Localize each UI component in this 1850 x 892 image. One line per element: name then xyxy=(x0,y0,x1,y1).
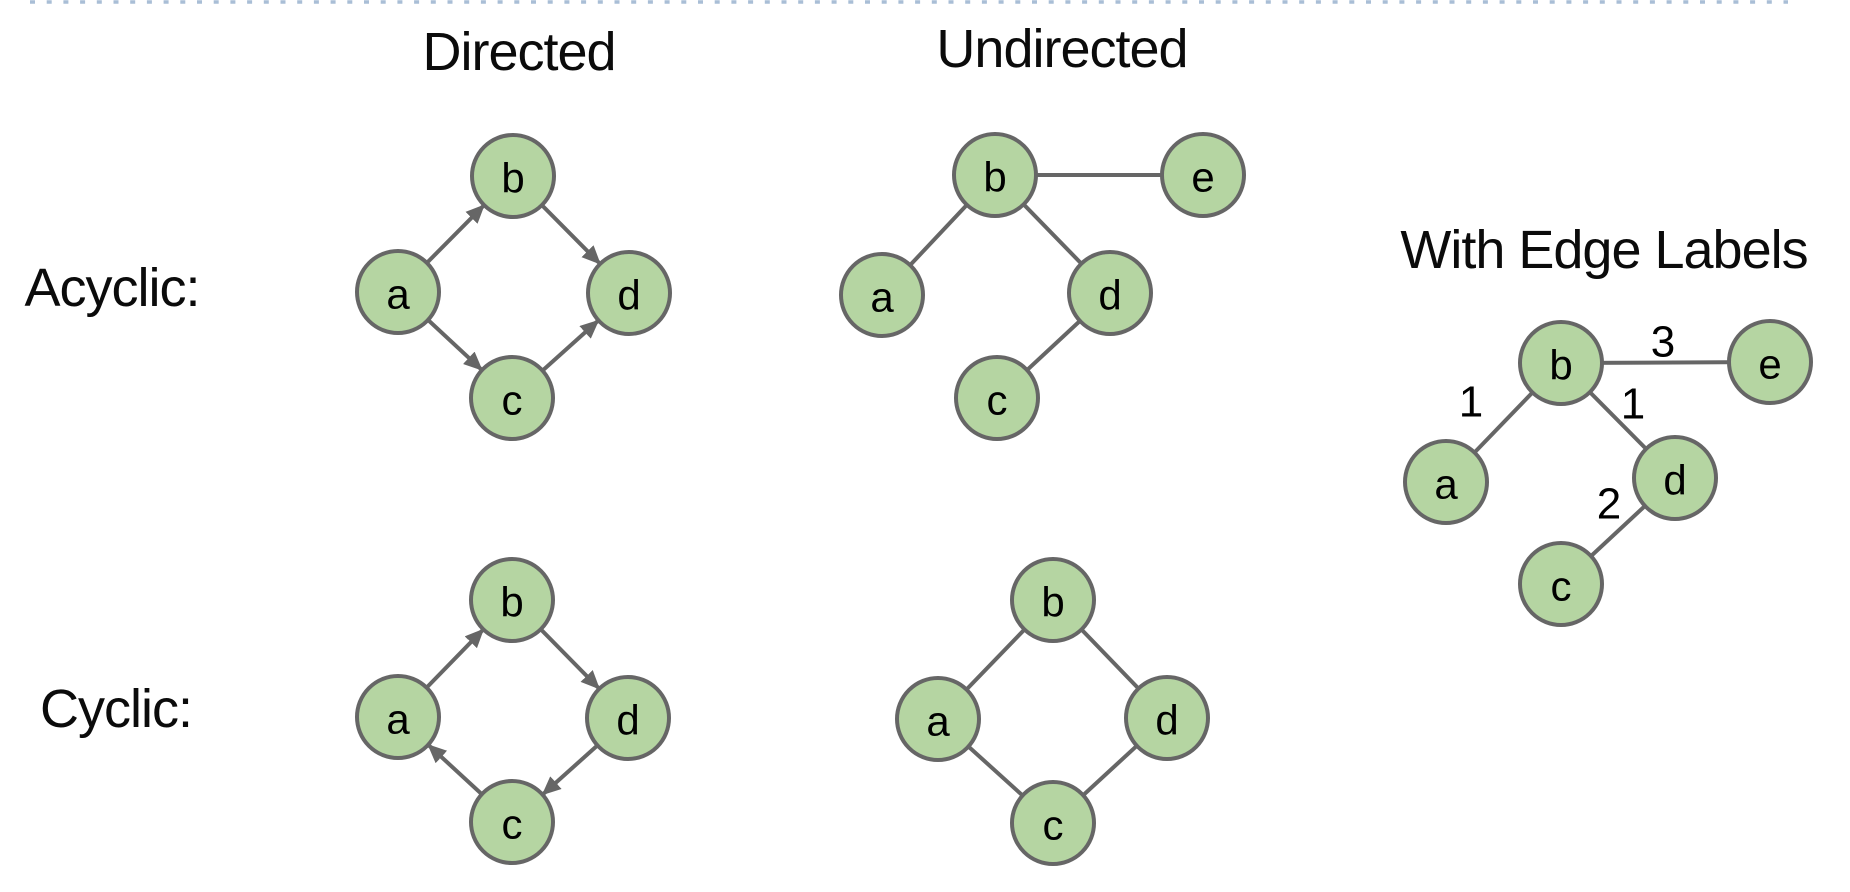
column-header-directed: Directed xyxy=(422,22,616,82)
node-with-edge-labels-a xyxy=(1403,439,1489,525)
node-label-undirected-acyclic-c: c xyxy=(987,377,1008,424)
node-label-directed-acyclic-d: d xyxy=(617,272,640,319)
node-undirected-acyclic-d xyxy=(1067,250,1153,336)
node-label-directed-cyclic-d: d xyxy=(616,697,639,744)
node-label-directed-cyclic-a: a xyxy=(386,696,410,743)
node-undirected-cyclic-d xyxy=(1124,675,1210,761)
node-directed-acyclic-a xyxy=(355,249,441,335)
node-with-edge-labels-c xyxy=(1518,541,1604,627)
node-undirected-acyclic-a xyxy=(839,252,925,338)
edge-label-b-e: 3 xyxy=(1651,318,1675,367)
node-label-directed-cyclic-c: c xyxy=(502,801,523,848)
node-label-undirected-cyclic-a: a xyxy=(926,698,950,745)
node-undirected-cyclic-a xyxy=(895,676,981,762)
edge-label-b-a: 1 xyxy=(1459,378,1483,427)
graph-undirected-cyclic: a b c d xyxy=(895,557,1210,866)
node-undirected-acyclic-e xyxy=(1160,132,1246,218)
graph-undirected-acyclic: a b c d e xyxy=(839,132,1246,441)
node-label-directed-acyclic-b: b xyxy=(501,155,524,202)
node-directed-cyclic-d xyxy=(585,675,671,761)
node-undirected-acyclic-c xyxy=(954,355,1040,441)
node-label-directed-cyclic-b: b xyxy=(500,579,523,626)
node-directed-acyclic-c xyxy=(469,355,555,441)
node-label-with-edge-labels-c: c xyxy=(1551,563,1572,610)
node-label-undirected-acyclic-e: e xyxy=(1191,154,1214,201)
section-title-with-edge-labels: With Edge Labels xyxy=(1400,220,1808,280)
node-with-edge-labels-e xyxy=(1727,319,1813,405)
node-directed-cyclic-a xyxy=(355,674,441,760)
node-undirected-acyclic-b xyxy=(952,132,1038,218)
node-label-with-edge-labels-a: a xyxy=(1434,461,1458,508)
row-label-cyclic: Cyclic: xyxy=(40,679,193,739)
node-label-with-edge-labels-d: d xyxy=(1663,457,1686,504)
edge-label-d-c: 2 xyxy=(1597,480,1621,529)
edge-label-b-d: 1 xyxy=(1621,380,1645,429)
node-directed-cyclic-c xyxy=(469,779,555,865)
graph-directed-cyclic: a b c d xyxy=(355,557,671,865)
node-with-edge-labels-d xyxy=(1632,435,1718,521)
node-label-with-edge-labels-e: e xyxy=(1758,341,1781,388)
node-label-undirected-cyclic-c: c xyxy=(1043,802,1064,849)
node-label-undirected-acyclic-a: a xyxy=(870,274,894,321)
node-label-undirected-acyclic-b: b xyxy=(983,154,1006,201)
node-label-undirected-acyclic-d: d xyxy=(1098,272,1121,319)
node-label-undirected-cyclic-b: b xyxy=(1041,579,1064,626)
node-undirected-cyclic-b xyxy=(1010,557,1096,643)
node-directed-cyclic-b xyxy=(469,557,555,643)
node-label-directed-acyclic-a: a xyxy=(386,271,410,318)
node-label-directed-acyclic-c: c xyxy=(502,377,523,424)
node-directed-acyclic-b xyxy=(470,133,556,219)
column-header-undirected: Undirected xyxy=(936,19,1188,79)
node-label-undirected-cyclic-d: d xyxy=(1155,697,1178,744)
graph-directed-acyclic: a b c d xyxy=(355,133,672,441)
node-label-with-edge-labels-b: b xyxy=(1549,342,1572,389)
node-undirected-cyclic-c xyxy=(1010,780,1096,866)
row-label-acyclic: Acyclic: xyxy=(24,258,200,318)
node-with-edge-labels-b xyxy=(1518,320,1604,406)
node-directed-acyclic-d xyxy=(586,250,672,336)
